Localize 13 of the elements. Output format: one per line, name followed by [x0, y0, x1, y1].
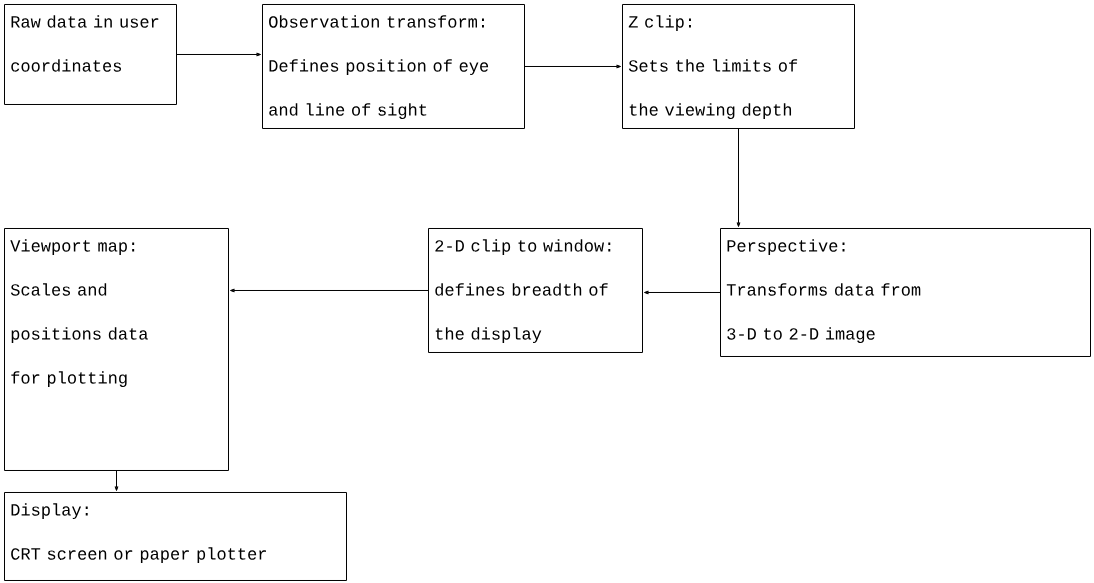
process-box: Raw data in user coordinates [4, 4, 177, 105]
arrow [176, 52, 261, 57]
process-box: Viewport map: Scales and positions data for plotting [4, 228, 229, 471]
process-box: Display: CRT screen or paper plotter [4, 492, 347, 581]
arrow [736, 128, 741, 227]
process-box: Perspective: Transforms data from 3-D to 2-D image [720, 228, 1091, 357]
arrow [644, 290, 721, 295]
process-box: 2-D clip to window: defines breadth of the display [428, 228, 643, 353]
process-box: Z clip: Sets the limits of the viewing depth [622, 4, 855, 129]
arrow [114, 470, 119, 491]
process-box: Observation transform: Defines position of eye and line of sight [262, 4, 525, 129]
arrow [524, 64, 621, 69]
arrow [230, 288, 429, 293]
